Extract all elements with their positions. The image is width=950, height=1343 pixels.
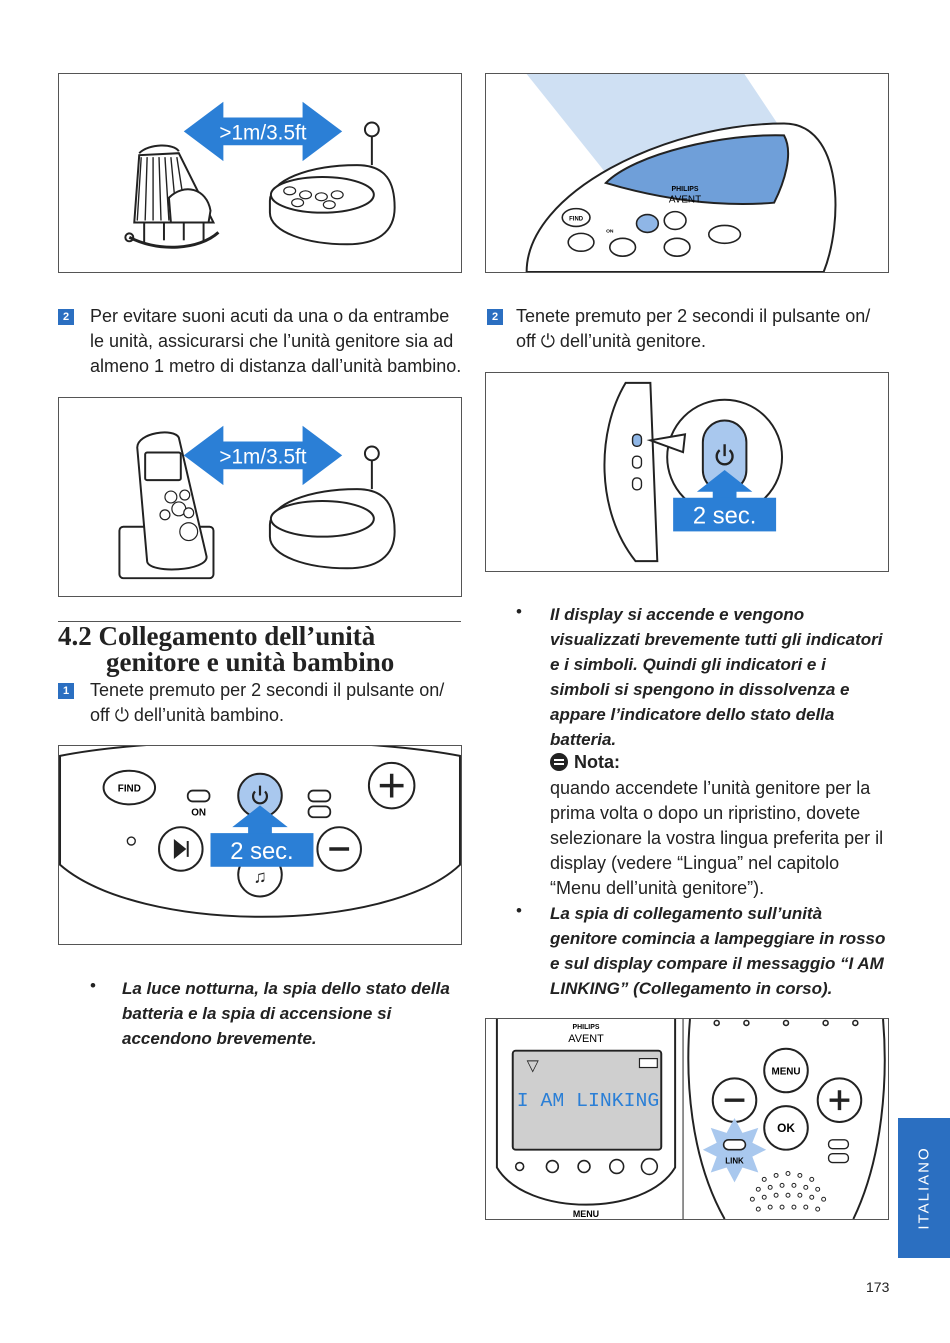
svg-text:PHILIPS: PHILIPS [573,1024,600,1031]
distance-label: >1m/3.5ft [219,121,306,144]
distance-label: >1m/3.5ft [219,445,306,468]
bullet-text: La luce notturna, la spia dello stato de… [122,979,450,1048]
svg-text:AVENT: AVENT [568,1033,604,1045]
two-sec-label: 2 sec. [230,838,293,865]
svg-text:MENU: MENU [573,1209,599,1219]
svg-text:PHILIPS: PHILIPS [672,186,699,193]
bullet-marker: • [516,602,522,621]
lcd-message: I AM LINKING [517,1090,660,1112]
step-text-line1: Tenete premuto per 2 secondi il pulsante… [90,680,445,700]
svg-text:OK: OK [777,1121,795,1135]
section-rule [58,621,461,622]
figure-linking-display: PHILIPS AVENT ▽ I AM LINKING MENU MENU O… [485,1018,889,1220]
music-note-icon: ♫ [253,867,266,887]
page-number: 173 [866,1279,890,1295]
figure-crib-distance: >1m/3.5ft [58,73,462,273]
step-text: Per evitare suoni acuti da una o da entr… [90,306,462,376]
figure-parent-display: PHILIPS AVENT FIND ON [485,73,889,273]
figure-baby-unit-buttons: FIND ON ♫ 2 sec. [58,745,462,945]
svg-text:MENU: MENU [771,1066,800,1077]
bullet-text: La spia di collegamento sull’unità genit… [550,904,886,998]
bullet-marker: • [90,976,96,995]
step-text-line2: off ⏻ dell’unità genitore. [516,331,707,351]
svg-text:FIND: FIND [118,784,141,795]
figure-handheld-distance: >1m/3.5ft [58,397,462,597]
language-tab: ITALIANO [898,1118,950,1258]
step-number: 2 [487,309,503,325]
svg-text:FIND: FIND [569,217,584,223]
svg-text:ON: ON [191,807,206,818]
bullet-marker: • [516,901,522,920]
svg-text:ON: ON [606,228,614,234]
step-number: 1 [58,683,74,699]
note-heading: Nota: [550,752,620,773]
note-icon [550,753,568,771]
note-text: quando accendete l’unità genitore per la… [550,778,884,898]
figure-parent-side-button: 2 sec. [485,372,889,572]
signal-icon: ▽ [527,1057,540,1074]
step-number: 2 [58,309,74,325]
svg-text:LINK: LINK [725,1157,744,1166]
svg-text:AVENT: AVENT [669,195,701,206]
section-title: 4.2 Collegamento dell’unità genitore e u… [58,621,395,677]
step-text-line1: Tenete premuto per 2 secondi il pulsante… [516,306,871,326]
two-sec-label: 2 sec. [693,502,756,529]
bullet-text: Il display si accende e vengono visualiz… [550,605,883,749]
step-text-line2: off ⏻ dell’unità bambino. [90,705,285,725]
